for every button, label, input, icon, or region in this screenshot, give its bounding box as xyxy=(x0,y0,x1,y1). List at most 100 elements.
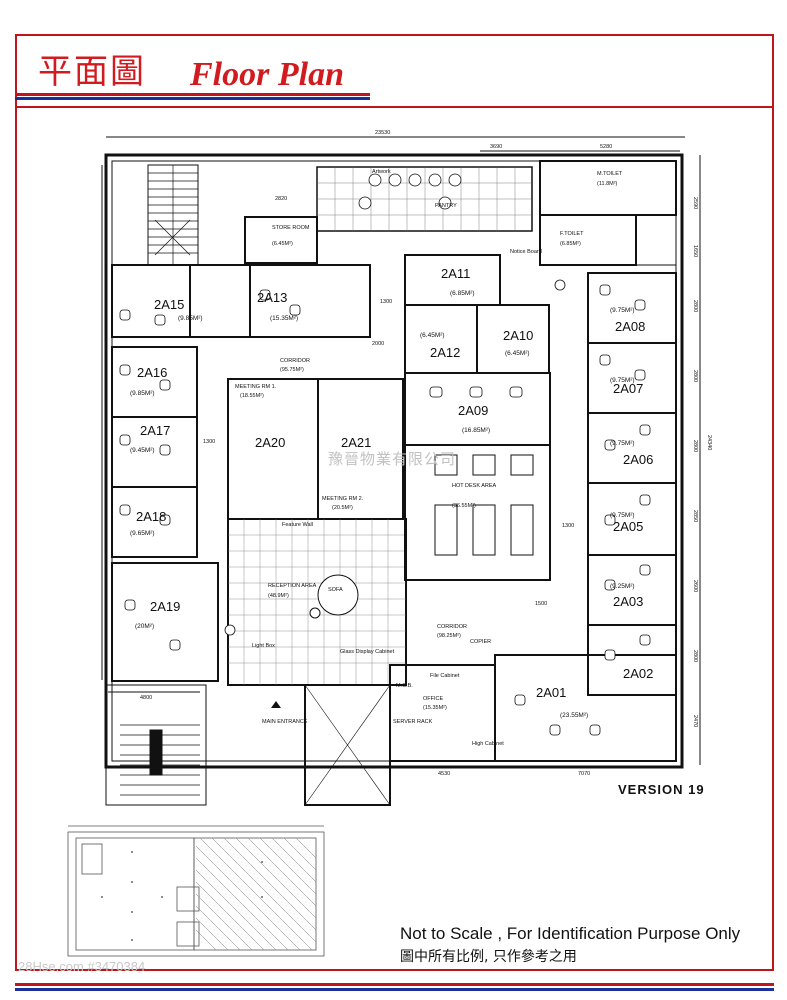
unit-label-2a07: 2A07 xyxy=(613,381,643,396)
title-underline-blue xyxy=(15,97,370,100)
dim-right-4: 2800 xyxy=(692,370,698,382)
office-2a19-wall xyxy=(111,562,219,682)
area-2a13: (15.35M²) xyxy=(270,315,298,322)
area-male-toilet: (11.8M²) xyxy=(597,181,618,187)
area-office: (15.35M²) xyxy=(423,705,447,711)
label-light-box: Light Box xyxy=(252,643,275,649)
unit-label-2a10: 2A10 xyxy=(503,328,533,343)
watermark-listing-id: 28Hse.com #3470384 xyxy=(18,959,146,974)
female-toilet-wall xyxy=(539,214,637,266)
area-corridor-2: (98.25M²) xyxy=(437,633,461,639)
unit-label-2a08: 2A08 xyxy=(615,319,645,334)
area-2a18: (9.65M²) xyxy=(130,530,155,537)
dim-right-6: 2850 xyxy=(692,510,698,522)
area-2a03: (9.25M²) xyxy=(610,583,635,590)
label-sofa: SOFA xyxy=(328,587,343,593)
label-meeting-room-2: MEETING RM 2. xyxy=(322,496,364,502)
label-server-rack: SERVER RACK xyxy=(393,719,433,725)
unit-label-2a11: 2A11 xyxy=(441,266,470,281)
office-2a12-wall xyxy=(404,304,478,374)
key-plan xyxy=(67,825,325,957)
label-mcb: M.C.B. xyxy=(396,683,413,689)
dim-top-b: 5280 xyxy=(600,144,612,150)
dim-inner-5: 2820 xyxy=(275,196,287,202)
area-2a16: (9.85M²) xyxy=(130,390,155,397)
unit-label-2a16: 2A16 xyxy=(137,365,167,380)
hot-desk-area-wall xyxy=(404,444,551,581)
unit-label-2a15: 2A15 xyxy=(154,297,184,312)
label-store-room: STORE ROOM xyxy=(272,225,310,231)
area-2a17: (9.45M²) xyxy=(130,447,155,454)
dim-right-9: 2470 xyxy=(692,715,698,727)
office-2a16-wall xyxy=(111,346,198,418)
area-meeting-room-2: (20.5M²) xyxy=(332,505,353,511)
office-2a03-wall xyxy=(587,554,677,626)
label-file-cabinet: File Cabinet xyxy=(430,673,460,679)
office-2a13-wall xyxy=(249,264,371,338)
dim-inner-1: 1300 xyxy=(380,299,392,305)
unit-label-2a09: 2A09 xyxy=(458,403,488,418)
unit-label-2a19: 2A19 xyxy=(150,599,180,614)
office-2a18-wall xyxy=(111,486,198,558)
area-2a09: (16.85M²) xyxy=(462,427,490,434)
stair-bottom xyxy=(105,684,207,806)
label-copier: COPIER xyxy=(470,639,491,645)
label-feature-wall: Feature Wall xyxy=(282,522,313,528)
unit-label-2a12: 2A12 xyxy=(430,345,460,360)
label-corridor-2: CORRIDOR xyxy=(437,624,467,630)
area-2a05: (9.75M²) xyxy=(610,512,635,519)
key-plan-hatch xyxy=(195,837,317,951)
label-glass-cabinet: Glass Display Cabinet xyxy=(340,649,395,655)
unit-label-2a17: 2A17 xyxy=(140,423,170,438)
office-2a11-wall xyxy=(404,254,501,306)
dim-right-1: 2590 xyxy=(692,197,698,209)
area-2a01: (23.55M²) xyxy=(560,712,588,719)
label-notice-board: Notice Board xyxy=(510,249,542,255)
area-2a12: (6.45M²) xyxy=(420,332,445,339)
reception-area-wall xyxy=(227,518,407,686)
label-female-toilet: F.TOILET xyxy=(560,231,584,237)
watermark-company: 豫晉物業有限公司 xyxy=(328,450,457,468)
area-2a19: (20M²) xyxy=(135,623,154,630)
entrance-arrow-icon xyxy=(271,701,281,708)
header-separator xyxy=(15,106,774,108)
unit-label-2a02: 2A02 xyxy=(623,666,653,681)
unit-label-2a01: 2A01 xyxy=(536,685,566,700)
area-corridor-1: (95.75M²) xyxy=(280,367,304,373)
label-meeting-room-1: MEETING RM 1. xyxy=(235,384,277,390)
unit-label-2a06: 2A06 xyxy=(623,452,653,467)
dim-bottom-c: 7070 xyxy=(578,771,590,777)
disclaimer-english: Not to Scale , For Identification Purpos… xyxy=(400,924,741,943)
dim-right-total: 24340 xyxy=(706,435,712,450)
label-male-toilet: M.TOILET xyxy=(597,171,623,177)
label-pantry: PANTRY xyxy=(435,203,457,209)
dim-right-5: 2800 xyxy=(692,440,698,452)
floor-plan-drawing: 2A15 2A13 2A16 2A17 2A18 2A19 2A20 2A21 … xyxy=(101,130,712,806)
area-2a07: (9.75M²) xyxy=(610,377,635,384)
footer-bar-blue xyxy=(15,988,774,991)
label-office: OFFICE xyxy=(423,696,443,702)
dim-inner-2: 2000 xyxy=(372,341,384,347)
version-label: VERSION 19 xyxy=(618,782,705,797)
title-underline-red xyxy=(15,93,370,96)
dim-top-total: 23530 xyxy=(375,130,390,136)
dim-bottom-a: 4800 xyxy=(140,695,152,701)
dim-inner-3: 1300 xyxy=(203,439,215,445)
unit-label-2a13: 2A13 xyxy=(257,290,287,305)
dim-right-8: 2800 xyxy=(692,650,698,662)
dim-right-2: 1650 xyxy=(692,245,698,257)
male-toilet-wall xyxy=(539,160,677,216)
label-hot-desk: HOT DESK AREA xyxy=(452,483,497,489)
area-store-room: (6.45M²) xyxy=(272,241,293,247)
dim-inner-6: 1500 xyxy=(535,601,547,607)
disclaimer-chinese: 圖中所有比例, 只作參考之用 xyxy=(400,949,577,965)
title-chinese: 平面圖 xyxy=(38,52,146,92)
area-2a15: (9.85M²) xyxy=(178,315,203,322)
area-2a10: (6.45M²) xyxy=(505,350,530,357)
page-frame xyxy=(15,34,774,971)
area-2a11: (6.85M²) xyxy=(450,290,475,297)
unit-label-2a05: 2A05 xyxy=(613,519,643,534)
key-plan-outline xyxy=(67,831,325,957)
dim-bottom-b: 4530 xyxy=(438,771,450,777)
label-main-entrance: MAIN ENTRANCE xyxy=(262,719,308,725)
